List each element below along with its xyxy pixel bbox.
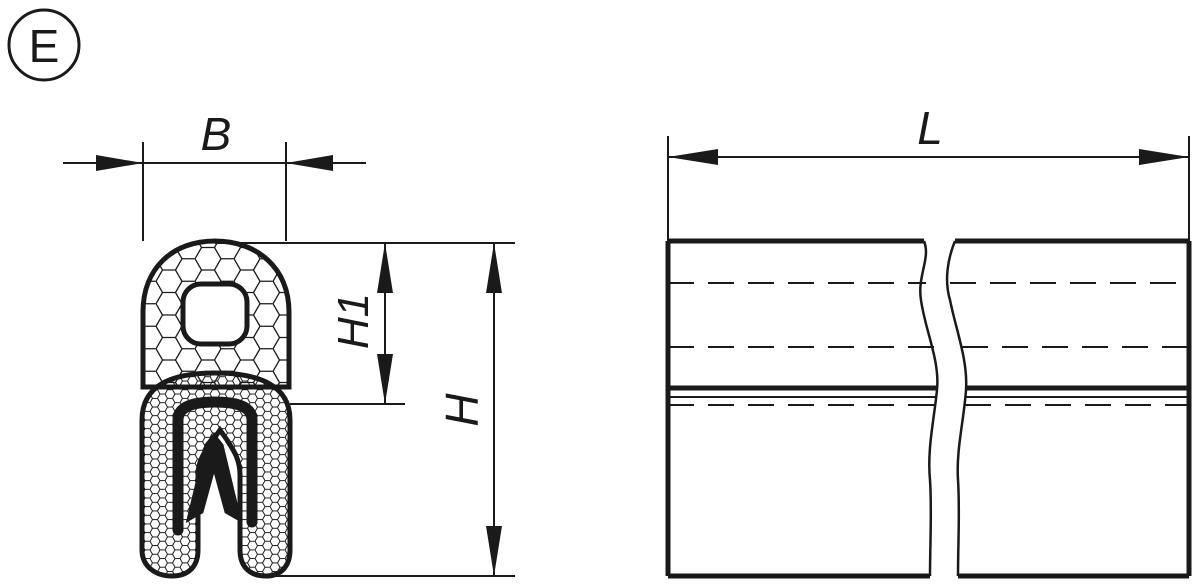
bulb-hollow-chamber	[180, 281, 250, 347]
break-line-right	[945, 240, 968, 577]
arrow-h1-top	[377, 243, 393, 293]
dimension-l-label: L	[917, 102, 943, 154]
arrow-h1-bottom	[377, 354, 393, 404]
dimension-h: H	[270, 242, 515, 577]
arrow-l-right	[1139, 149, 1189, 165]
view-badge-label: E	[29, 20, 60, 72]
arrow-l-left	[668, 149, 718, 165]
arrow-h-bottom	[486, 526, 502, 576]
dimension-h1-label: H1	[329, 293, 378, 349]
dimension-h1: H1	[215, 242, 405, 405]
arrow-b-right	[286, 155, 333, 171]
grip-lips	[185, 432, 243, 524]
side-view-right-segment	[950, 238, 1192, 579]
dimension-b: B	[63, 108, 366, 241]
side-view-left-segment	[665, 238, 938, 579]
view-badge-circle	[7, 8, 81, 82]
dimension-l: L	[667, 102, 1190, 241]
view-badge: E	[7, 8, 81, 82]
dimension-h-label: H	[436, 393, 488, 427]
profile-side-view: L	[665, 102, 1192, 579]
arrow-b-left	[96, 155, 143, 171]
sealing-bulb	[140, 238, 292, 390]
clamping-profile	[139, 370, 293, 579]
steel-core	[172, 396, 258, 536]
profile-section-view: B H1 H	[63, 108, 515, 579]
arrow-h-top	[486, 243, 502, 293]
dimension-b-label: B	[201, 108, 232, 160]
break-line-left	[919, 240, 939, 577]
